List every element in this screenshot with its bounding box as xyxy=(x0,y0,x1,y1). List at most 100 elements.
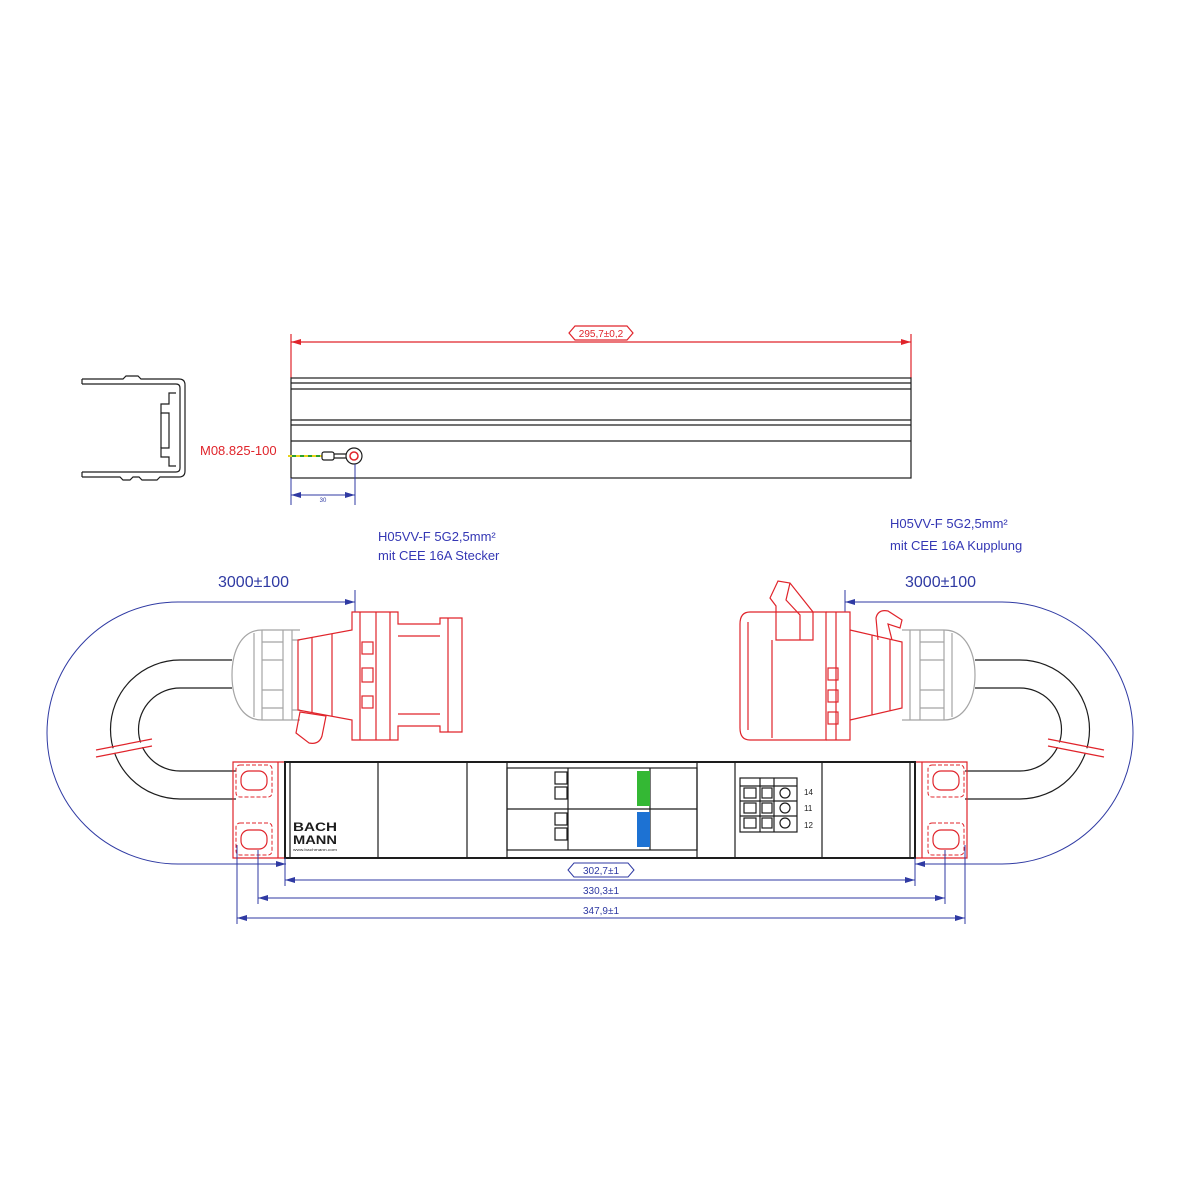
outer-dimension-label: 347,9±1 xyxy=(583,906,620,917)
plug-collar-lines xyxy=(359,612,391,740)
output-cable-break-gap xyxy=(1052,741,1100,756)
input-cable-connector: mit CEE 16A Stecker xyxy=(378,548,500,563)
plug-body-outline xyxy=(297,611,463,741)
right-end-cap xyxy=(915,761,968,859)
output-cable-length-arc xyxy=(845,599,1134,867)
breaker-toggle xyxy=(554,786,568,800)
input-cable-length: 3000±100 xyxy=(218,574,289,591)
profile-rib xyxy=(81,379,162,477)
relay-terminal-block: 14 11 12 xyxy=(739,777,813,833)
lug-ring xyxy=(345,447,363,465)
terminal-clamp xyxy=(743,817,757,829)
coupling-gland-outline xyxy=(902,629,976,721)
output-cable-connector: mit CEE 16A Kupplung xyxy=(890,538,1022,553)
terminal-clamp xyxy=(761,817,773,829)
housing-outline xyxy=(290,377,912,479)
terminal-separators xyxy=(740,778,797,832)
terminal-label: 12 xyxy=(804,821,813,830)
coupling-latch xyxy=(875,610,903,641)
plug-gland-flats xyxy=(262,639,300,711)
right-top-mounting-ear xyxy=(927,764,965,798)
coupling-gland-edges xyxy=(909,630,953,720)
logo-url: www.bachmann.com xyxy=(293,847,338,852)
left-end-cap-outline xyxy=(232,761,285,859)
output-cable-length: 3000±100 xyxy=(905,574,976,591)
lug-neck xyxy=(334,453,346,459)
length-dimension-box xyxy=(568,325,634,341)
plug-collar-window xyxy=(361,667,374,683)
plug-collar-window xyxy=(361,695,374,709)
cee-plug xyxy=(231,611,463,744)
terminal-label: 11 xyxy=(804,804,813,813)
terminal-screw xyxy=(779,787,791,799)
input-cable-inner-edge xyxy=(137,687,236,772)
left-bottom-mounting-slot xyxy=(240,829,268,850)
dimension-extension-lines xyxy=(236,845,966,924)
terminal-clamp xyxy=(761,787,773,799)
left-top-mounting-ear xyxy=(235,764,273,798)
lug-stud xyxy=(349,451,359,461)
inner-dimension-box xyxy=(567,862,635,878)
plug-collar-window xyxy=(361,641,374,655)
bachmann-logo: BACH MANN www.bachmann.com xyxy=(293,820,338,852)
breaker-toggle xyxy=(554,771,568,785)
left-end-cap xyxy=(232,761,285,859)
inner-dimension-label: 302,7±1 xyxy=(583,866,620,877)
terminal-housing xyxy=(739,777,798,833)
input-cable-length-arc xyxy=(46,599,355,867)
plug-cable-gland xyxy=(231,629,300,721)
profile-inner-contour xyxy=(82,383,181,473)
terminal-clamp xyxy=(743,802,757,814)
left-bottom-mounting-ear xyxy=(235,822,273,856)
coupling-body-outline xyxy=(739,611,827,741)
terminal-clamp xyxy=(761,802,773,814)
length-dimension-label: 295,7±0,2 xyxy=(579,329,624,340)
input-cable-break-symbol xyxy=(95,738,153,758)
breaker-toggle xyxy=(554,812,568,826)
top-view: 295,7±0,2 M08.825-100 30 xyxy=(200,325,912,505)
input-cable-spec: H05VV-F 5G2,5mm² xyxy=(378,529,496,544)
plug-gland-outline xyxy=(231,629,300,721)
plug-sleeve-lines xyxy=(398,618,449,732)
coupling-lid xyxy=(769,580,814,641)
logo-line-2: MANN xyxy=(293,833,337,847)
plug-gland-edges xyxy=(253,630,293,720)
terminal-screw xyxy=(779,817,791,829)
front-view-dimensions: 302,7±1 330,3±1 347,9±1 xyxy=(236,845,966,924)
green-status-indicator xyxy=(637,771,650,806)
right-bottom-mounting-ear xyxy=(927,822,965,856)
right-end-cap-outline xyxy=(915,761,968,859)
earth-ring-lug xyxy=(321,447,363,465)
plug-grip-ribs xyxy=(311,634,333,716)
pdu-end-profile-lines xyxy=(289,762,911,858)
output-cable-break-symbol xyxy=(1047,738,1105,758)
housing-profile-lines xyxy=(291,382,911,442)
coupling-collar-window xyxy=(827,667,839,681)
profile-outer-contour xyxy=(82,375,186,481)
right-bottom-mounting-slot xyxy=(932,829,960,850)
logo-line-1: BACH xyxy=(293,820,337,834)
coupling-collar xyxy=(826,611,851,741)
coupling-body-lines xyxy=(747,622,773,738)
coupling-collar-window xyxy=(827,689,839,703)
pdu-front-view: BACH MANN www.bachmann.com xyxy=(284,761,916,859)
coupling-strain-relief xyxy=(849,629,903,721)
breaker-separator xyxy=(507,768,697,850)
coupling-collar-window xyxy=(827,711,839,725)
terminal-label: 14 xyxy=(804,788,813,797)
output-cable-spec: H05VV-F 5G2,5mm² xyxy=(890,516,1008,531)
left-top-mounting-slot xyxy=(240,770,268,791)
middle-dimension-label: 330,3±1 xyxy=(583,886,620,897)
coupling-cable-gland xyxy=(902,629,976,721)
output-cable-outer-edge xyxy=(965,659,1091,800)
lug-barrel xyxy=(321,451,335,461)
right-top-mounting-slot xyxy=(932,770,960,791)
terminal-clamp xyxy=(743,787,757,799)
breaker-toggle xyxy=(554,827,568,841)
terminal-screw xyxy=(779,802,791,814)
input-cable-break-gap xyxy=(100,741,148,756)
cee-coupling xyxy=(739,580,976,741)
profile-cross-section xyxy=(81,375,186,481)
circuit-breaker-module xyxy=(506,767,698,851)
